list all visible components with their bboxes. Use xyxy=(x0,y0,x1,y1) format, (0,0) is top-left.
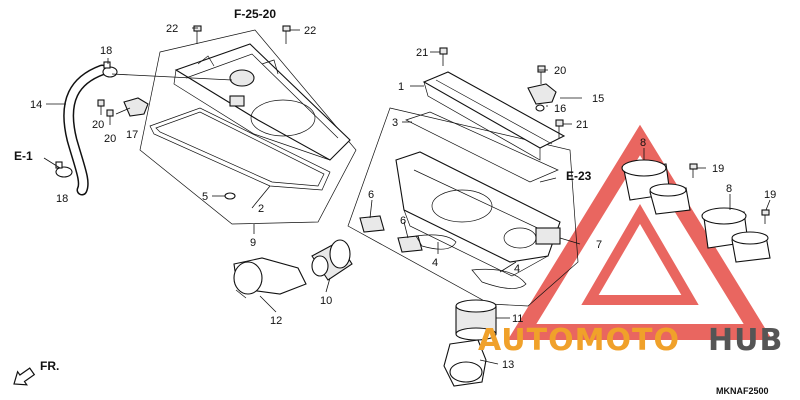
part-8-funnel-upper xyxy=(621,159,691,215)
diagram-code: MKNAF2500 xyxy=(716,386,769,396)
callout-16: 16 xyxy=(554,103,566,115)
housing-group-outline xyxy=(347,107,579,307)
callout-21-right: 21 xyxy=(576,119,588,131)
callout-21-top: 21 xyxy=(416,47,428,59)
callout-20-a: 20 xyxy=(92,119,104,131)
callout-10: 10 xyxy=(320,295,332,307)
part-10-intake-joint xyxy=(311,239,353,281)
part-2-seal xyxy=(149,107,331,191)
part-17-bracket xyxy=(123,97,149,117)
part-18-clamp-top xyxy=(102,61,118,78)
part-1-filter-element xyxy=(422,71,566,161)
callout-14: 14 xyxy=(30,99,42,111)
ref-f-25-20: F-25-20 xyxy=(234,7,276,21)
air-cleaner-cover xyxy=(173,43,351,161)
part-15-sensor xyxy=(527,65,557,112)
callout-9: 9 xyxy=(250,237,256,249)
callout-20-b: 20 xyxy=(104,133,116,145)
front-label: FR. xyxy=(40,359,59,373)
part-6-plate-b xyxy=(397,235,423,253)
front-arrow-icon xyxy=(13,367,36,386)
callout-18-bottom: 18 xyxy=(56,193,68,205)
part-19-bolt-upper xyxy=(689,163,698,178)
part-5-washer xyxy=(224,192,236,200)
leader-lines xyxy=(43,27,771,365)
part-4-seal-b xyxy=(471,268,527,289)
callout-1: 1 xyxy=(398,81,404,93)
callout-3: 3 xyxy=(392,117,398,129)
callout-19-lower: 19 xyxy=(764,189,776,201)
part-19-bolt-lower xyxy=(761,209,770,224)
part-3-gasket xyxy=(405,111,559,183)
callout-15: 15 xyxy=(592,93,604,105)
part-21-bolt-top xyxy=(439,47,448,66)
part-6-plate-a xyxy=(359,215,385,233)
callout-6-b: 6 xyxy=(400,215,406,227)
part-11-joint xyxy=(455,299,497,341)
callout-5: 5 xyxy=(202,191,208,203)
ref-e-23: E-23 xyxy=(566,169,592,183)
callout-7: 7 xyxy=(596,239,602,251)
callout-22-left: 22 xyxy=(166,23,178,35)
part-8-funnel-lower xyxy=(701,207,771,263)
callout-13: 13 xyxy=(502,359,514,371)
callout-11: 11 xyxy=(512,313,523,325)
upper-cover-group-outline xyxy=(139,29,357,225)
callout-labels: 22 22 18 14 20 20 17 18 5 2 9 21 1 3 20 … xyxy=(30,23,776,371)
part-20-bolt-a xyxy=(97,99,105,115)
callout-2: 2 xyxy=(258,203,264,215)
callout-17: 17 xyxy=(126,129,138,141)
callout-4-b: 4 xyxy=(514,263,520,275)
part-22-screw-right xyxy=(282,25,291,44)
callout-6-a: 6 xyxy=(368,189,374,201)
part-18-clamp-bottom xyxy=(55,161,73,178)
part-20-bolt-b xyxy=(106,109,114,125)
watermark-text-automoto: AUTOMOTO xyxy=(478,323,680,358)
part-22-screw-left xyxy=(193,25,202,44)
callout-8-upper: 8 xyxy=(640,137,646,149)
part-13-duct xyxy=(443,339,487,387)
part-4-seal-a xyxy=(415,234,457,250)
callout-20-c: 20 xyxy=(554,65,566,77)
watermark-triangle xyxy=(507,124,773,340)
callout-4-a: 4 xyxy=(432,257,438,269)
callout-18-top: 18 xyxy=(100,45,112,57)
ref-e-1: E-1 xyxy=(14,149,33,163)
callout-19-upper: 19 xyxy=(712,163,724,175)
callout-12: 12 xyxy=(270,315,282,327)
callout-22-right: 22 xyxy=(304,25,316,37)
watermark-text-hub: HUB xyxy=(708,323,783,358)
part-12-intake-duct xyxy=(233,257,307,299)
part-7-air-cleaner-housing xyxy=(395,151,561,277)
part-21-bolt-right xyxy=(555,119,564,138)
callout-8-lower: 8 xyxy=(726,183,732,195)
